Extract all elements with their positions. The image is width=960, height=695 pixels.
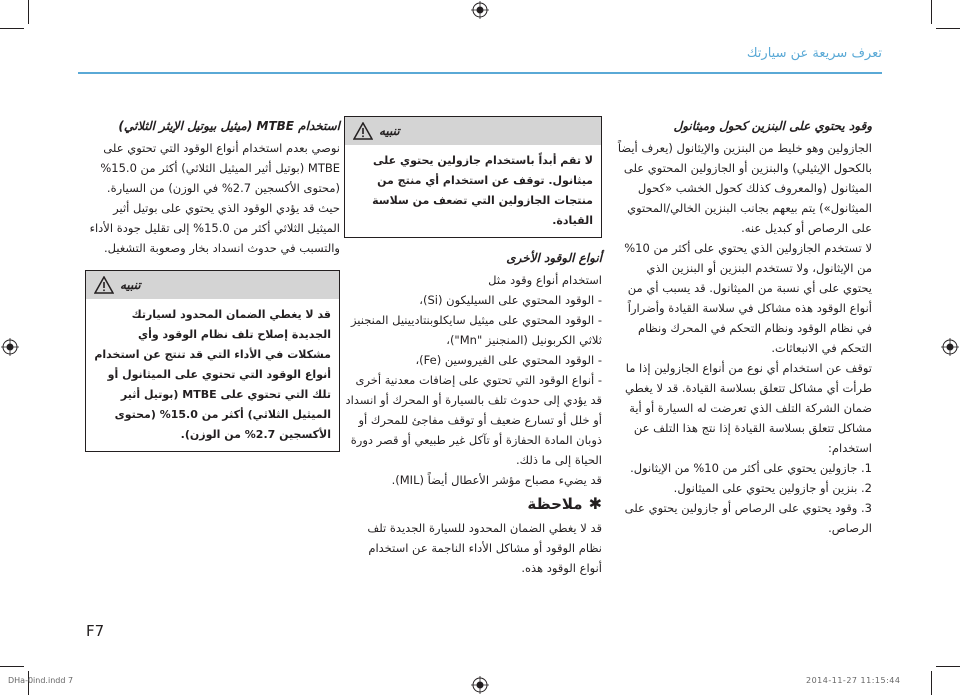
- note-heading: ✱ ملاحظة: [344, 494, 602, 514]
- fuel-paragraph-2: لا تستخدم الجازولين الذي يحتوي على أكثر …: [624, 241, 872, 355]
- fuel-section-title: وقود يحتوي على البنزين كحول وميثانول: [673, 119, 872, 133]
- list-item: 1. جازولين يحتوي على أكثر من 10% من الإي…: [630, 461, 872, 475]
- note-text: قد لا يغطي الضمان المحدود للسيارة الجديد…: [367, 521, 602, 575]
- warning-box-mtbe: تنبيه قد لا يغطي الضمان المحدود لسيارتك …: [85, 270, 340, 452]
- note-title: ملاحظة: [527, 495, 583, 513]
- registration-mark-top: [471, 1, 489, 19]
- other-fuels-intro: استخدام أنواع وقود مثل: [488, 273, 602, 287]
- other-fuels-paragraph-2: قد يضيء مصباح مؤشر الأعطال أيضاً (MIL).: [391, 473, 602, 487]
- mtbe-section-title: استخدام MTBE (ميثيل بيوتيل الإيثر الثلاث…: [118, 119, 340, 133]
- list-item: 3. وقود يحتوي على الرصاص أو جازولين يحتو…: [624, 501, 872, 535]
- footer-file-name: DHa-0ind.indd 7: [8, 676, 74, 685]
- crop-mark: [931, 0, 932, 24]
- other-fuels-paragraph: قد يؤدي إلى حدوث تلف بالسيارة أو المحرك …: [345, 393, 602, 467]
- registration-mark-left: [1, 338, 19, 356]
- other-fuels-title: أنواع الوقود الأخرى: [506, 251, 602, 265]
- warning-box-methanol: تنبيه لا تقم أبداً باستخدام جازولين يحتو…: [344, 116, 602, 238]
- page-number: F7: [86, 622, 105, 640]
- list-item: - الوقود المحتوي على الفيروسين (Fe)،: [415, 353, 602, 367]
- header-rule: [78, 72, 882, 74]
- registration-mark-bottom: [471, 676, 489, 694]
- crop-mark: [0, 28, 24, 29]
- asterisk-icon: ✱: [588, 494, 602, 513]
- list-item: 2. بنزين أو جازولين يحتوي على الميثانول.: [673, 481, 872, 495]
- warning-label: تنبيه: [379, 124, 400, 138]
- list-item: - الوقود المحتوي على السيليكون (Si)،: [419, 293, 602, 307]
- crop-mark: [28, 0, 29, 24]
- warning-label: تنبيه: [120, 278, 141, 292]
- warning-box-header: تنبيه: [345, 117, 601, 145]
- fuel-list: 1. جازولين يحتوي على أكثر من 10% من الإي…: [614, 458, 872, 538]
- warning-triangle-icon: [353, 122, 373, 140]
- warning-triangle-icon: [94, 276, 114, 294]
- column-fuel-alcohol: وقود يحتوي على البنزين كحول وميثانول الج…: [614, 116, 872, 538]
- crop-mark: [931, 671, 932, 695]
- fuel-paragraph-3: توقف عن استخدام أي نوع من أنواع الجازولي…: [625, 361, 872, 455]
- footer-timestamp: 2014-11-27 11:15:44: [806, 676, 901, 685]
- column-mtbe: استخدام MTBE (ميثيل بيوتيل الإيثر الثلاث…: [85, 116, 340, 452]
- crop-mark: [936, 28, 960, 29]
- mtbe-paragraph: نوصي بعدم استخدام أنواع الوقود التي تحتو…: [100, 141, 340, 195]
- warning-text: قد لا يغطي الضمان المحدود لسيارتك الجديد…: [94, 308, 331, 441]
- column-other-fuels: تنبيه لا تقم أبداً باستخدام جازولين يحتو…: [344, 116, 602, 578]
- spacer: [85, 258, 340, 270]
- section-header-title: تعرف سريعة عن سيارتك: [746, 46, 882, 61]
- crop-mark: [0, 666, 24, 667]
- fuel-paragraph: الجازولين وهو خليط من البنزين والإيثانول…: [617, 141, 872, 235]
- crop-mark: [28, 671, 29, 695]
- crop-mark: [936, 666, 960, 667]
- list-item: - أنواع الوقود التي تحتوي على إضافات معد…: [355, 373, 602, 387]
- warning-box-header: تنبيه: [86, 271, 339, 299]
- other-fuels-list: - الوقود المحتوي على السيليكون (Si)، - ا…: [344, 290, 602, 390]
- registration-mark-right: [941, 338, 959, 356]
- mtbe-paragraph-2: حيث قد يؤدي الوقود الذي يحتوي على بوتيل …: [89, 201, 340, 255]
- spacer: [344, 238, 602, 248]
- warning-text: لا تقم أبداً باستخدام جازولين يحتوي على …: [372, 154, 593, 227]
- list-item: - الوقود المحتوي على ميثيل سايكلوبنتاديي…: [350, 313, 602, 347]
